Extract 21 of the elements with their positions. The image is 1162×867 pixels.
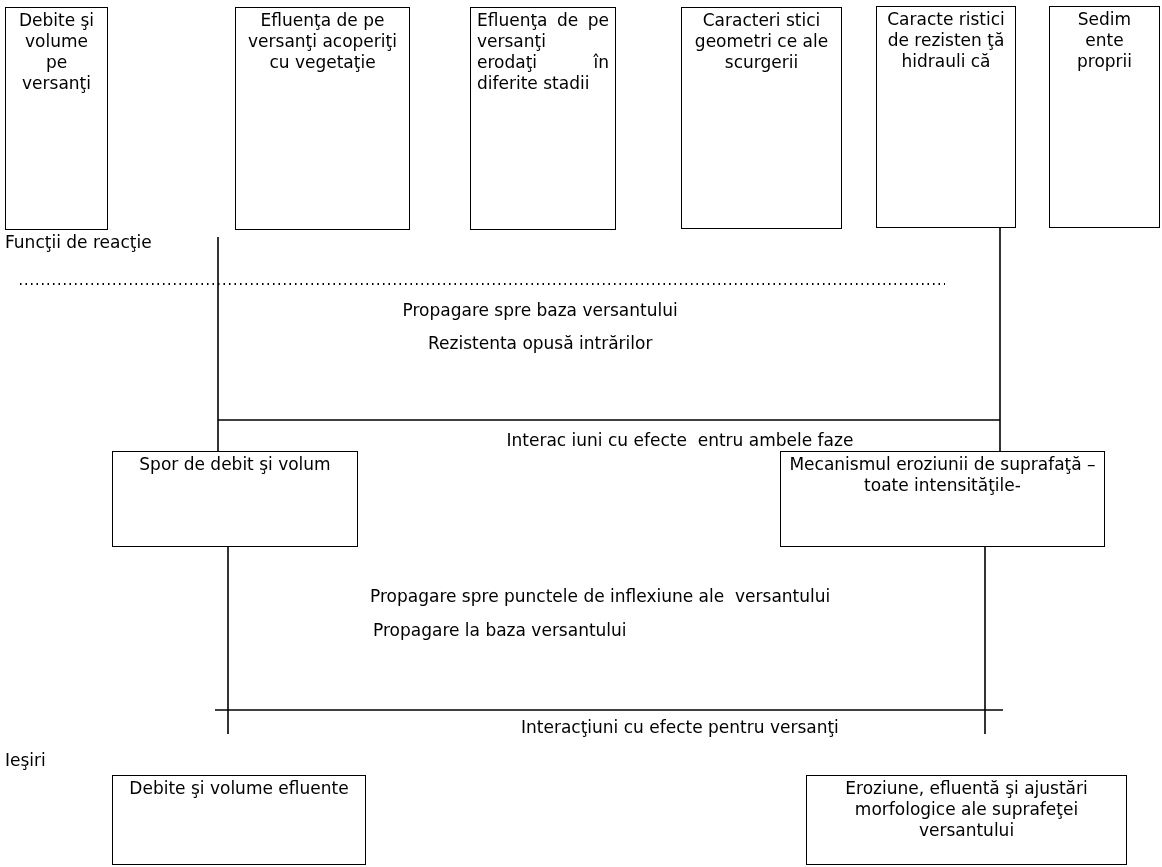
text-label: Rezistenta opusă intrărilor <box>428 333 653 353</box>
connector-line <box>984 546 986 735</box>
text-label: Propagare la baza versantului <box>373 620 627 640</box>
text-label: Propagare spre punctele de inflexiune ale versantului <box>370 586 831 606</box>
text-box: Caracteri stici geometri ce ale scurgerii <box>681 7 842 229</box>
text-box: Efluenţa de pe versanţi erodaţi în diferite stadii <box>470 7 616 230</box>
text-box: Debite şi volume pe versanţi <box>5 7 108 230</box>
text-box: Debite şi volume efluente <box>112 775 366 865</box>
text-box: Caracte ristici de rezisten ţă hidrauli că <box>876 6 1016 228</box>
text-box: Sedim ente proprii <box>1049 6 1160 228</box>
text-box: Efluenţa de pe versanţi acoperiţi cu vegetaţie <box>235 7 410 230</box>
text-label: Interac iuni cu efecte entru ambele faze <box>506 430 854 450</box>
text-box: Spor de debit şi volum <box>112 451 358 547</box>
text-label: Ieşiri <box>5 750 46 770</box>
connector-line <box>217 236 219 452</box>
text-box: Eroziune, efluentă şi ajustări morfologice ale suprafeţei versantului <box>806 775 1127 865</box>
text-label: Propagare spre baza versantului <box>402 300 678 320</box>
text-label: Interacţiuni cu efecte pentru versanţi <box>521 717 839 737</box>
connector-line <box>227 546 229 735</box>
text-box: Mecanismul eroziunii de suprafaţă –toate intensităţile- <box>780 451 1105 547</box>
connector-line <box>999 227 1001 452</box>
